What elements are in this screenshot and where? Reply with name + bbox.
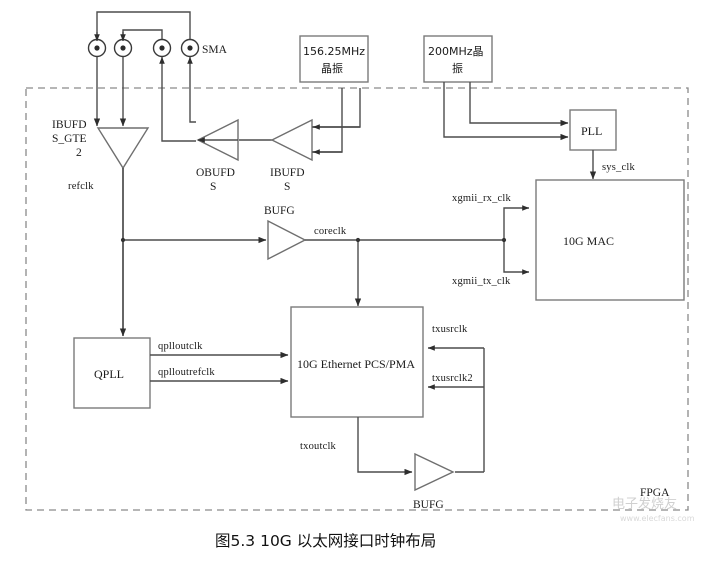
block-pll bbox=[569, 109, 617, 151]
qpll-label: QPLL bbox=[94, 367, 124, 381]
junction-coreclk-pcs bbox=[355, 237, 361, 243]
watermark-line1: 电子发烧友 bbox=[612, 496, 677, 512]
oscillator-156mhz bbox=[299, 35, 369, 83]
buffer-ibufds bbox=[270, 118, 313, 162]
fpga-region-label: FPGA bbox=[640, 487, 670, 499]
ibufds-label-line1: IBUFD bbox=[270, 167, 305, 179]
sma-connector-3 bbox=[152, 38, 172, 58]
junction-coreclk-mac bbox=[501, 237, 507, 243]
signal-xgmii-tx-clk: xgmii_tx_clk bbox=[452, 276, 511, 287]
sma-connector-2 bbox=[113, 38, 133, 58]
fpga-boundary bbox=[25, 87, 689, 511]
block-qpll bbox=[73, 337, 151, 409]
mac-label: 10G MAC bbox=[563, 234, 614, 248]
ibufds-gte2-label-line2: S_GTE bbox=[52, 133, 87, 145]
block-10g-mac bbox=[535, 179, 685, 301]
signal-qplloutclk: qplloutclk bbox=[158, 341, 203, 352]
sma-connector-4 bbox=[180, 38, 200, 58]
signal-txusrclk2: txusrclk2 bbox=[432, 373, 473, 384]
sma-connector-1 bbox=[87, 38, 107, 58]
bufg-core-label: BUFG bbox=[264, 205, 295, 217]
obufds-label-line1: OBUFD bbox=[196, 167, 235, 179]
signal-qplloutrefclk: qplloutrefclk bbox=[158, 367, 215, 378]
obufds-label-line2: S bbox=[210, 181, 216, 193]
buffer-ibufds-gte2 bbox=[96, 127, 150, 170]
signal-txoutclk: txoutclk bbox=[300, 441, 337, 452]
buffer-bufg-core bbox=[267, 219, 307, 261]
osc-156-freq: 156.25MHz bbox=[303, 45, 365, 58]
block-pcs-pma bbox=[290, 306, 424, 418]
osc-200-freq: 200MHz晶 bbox=[428, 45, 484, 58]
signal-xgmii-rx-clk: xgmii_rx_clk bbox=[452, 193, 512, 204]
ibufds-gte2-label-line3: 2 bbox=[76, 147, 82, 159]
bufg-tx-label: BUFG bbox=[413, 499, 444, 511]
pcspma-label: 10G Ethernet PCS/PMA bbox=[297, 357, 415, 371]
junction-refclk bbox=[120, 237, 126, 243]
watermark-line2: www.elecfans.com bbox=[620, 514, 695, 523]
buffer-bufg-tx bbox=[414, 452, 455, 492]
ibufds-label-line2: S bbox=[284, 181, 290, 193]
osc-200-type: 振 bbox=[452, 61, 463, 75]
signal-coreclk: coreclk bbox=[314, 226, 347, 237]
pll-label: PLL bbox=[581, 124, 602, 138]
signal-refclk: refclk bbox=[68, 181, 94, 192]
osc-156-type: 晶振 bbox=[321, 61, 343, 75]
signal-txusrclk: txusrclk bbox=[432, 324, 468, 335]
figure-caption: 图5.3 10G 以太网接口时钟布局 bbox=[215, 532, 436, 550]
oscillator-200mhz bbox=[423, 35, 493, 83]
ibufds-gte2-label-line1: IBUFD bbox=[52, 119, 87, 131]
sma-group-label: SMA bbox=[202, 44, 228, 56]
signal-sys-clk: sys_clk bbox=[602, 162, 635, 173]
